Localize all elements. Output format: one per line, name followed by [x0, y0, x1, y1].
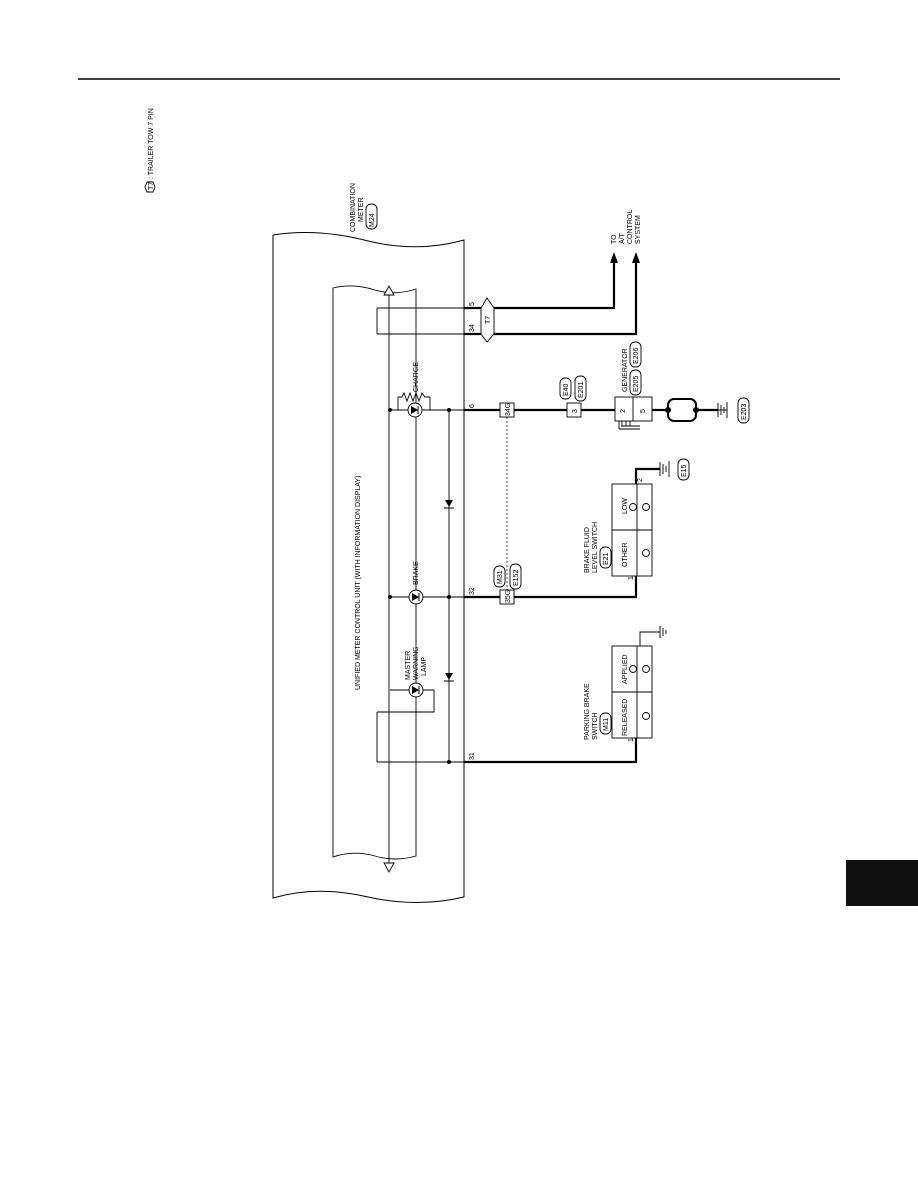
svg-text:CONTROL: CONTROL: [627, 210, 634, 244]
svg-text:OTHER: OTHER: [622, 543, 629, 568]
arrow-up-marker: [383, 285, 395, 296]
control-unit-label: UNIFIED METER CONTROL UNIT (WITH INFORMA…: [355, 476, 362, 690]
svg-text:WARNING: WARNING: [413, 646, 420, 680]
master-warning-lamp: MASTER WARNING LAMP: [377, 646, 435, 713]
pin-34: 34: [469, 324, 476, 332]
pin-5: 5: [469, 302, 476, 306]
svg-text:E206: E206: [633, 348, 640, 364]
svg-text:MASTER: MASTER: [405, 651, 412, 680]
trailer-connector-t7: T7: [480, 297, 495, 343]
svg-text:LOW: LOW: [622, 498, 629, 514]
svg-text:T7: T7: [485, 316, 492, 324]
svg-text:E201: E201: [578, 382, 585, 398]
svg-text:PARKING BRAKE: PARKING BRAKE: [584, 683, 591, 740]
pin-31: 31: [469, 752, 476, 760]
charge-lamp: CHARGE: [397, 362, 431, 418]
brake-lamp: BRAKE: [390, 561, 424, 605]
svg-text:LAMP: LAMP: [421, 657, 428, 676]
svg-text:5: 5: [640, 409, 647, 413]
legend-code: T7: [148, 182, 155, 190]
svg-text:M11: M11: [603, 718, 610, 731]
charge-lamp-label: CHARGE: [413, 362, 420, 392]
generator-label: GENERATOR: [622, 348, 629, 392]
svg-text:35G: 35G: [505, 590, 512, 603]
control-unit-outline: [332, 285, 417, 860]
ground-e15: E15: [659, 458, 690, 481]
arrow-down-marker: [383, 862, 395, 873]
svg-text:BRAKE FLUID: BRAKE FLUID: [584, 527, 591, 573]
parking-brake-switch: PARKING BRAKE SWITCH M11 RELEASED APPLIE…: [584, 626, 667, 742]
joint-connector-35g: 35G M31 E152: [493, 563, 522, 605]
svg-text:RELEASED: RELEASED: [622, 699, 629, 736]
svg-text:METER: METER: [358, 198, 365, 223]
svg-text:E21: E21: [603, 552, 610, 565]
svg-text:E152: E152: [513, 570, 520, 586]
svg-text:2: 2: [637, 478, 644, 482]
svg-text:E205: E205: [633, 376, 640, 392]
combination-meter-label: COMBINATION METER M24: [350, 183, 378, 232]
svg-text:1: 1: [628, 576, 635, 580]
svg-text:E15: E15: [681, 464, 688, 477]
svg-text:2: 2: [620, 409, 627, 413]
connector-m24: M24: [369, 213, 376, 227]
svg-text:LEVEL SWITCH: LEVEL SWITCH: [592, 522, 599, 573]
svg-text:SWITCH: SWITCH: [592, 712, 599, 740]
legend-text: : TRAILER TOW 7 PIN: [148, 108, 155, 179]
svg-text:APPLIED: APPLIED: [622, 654, 629, 684]
combination-meter-outline: [272, 232, 465, 903]
pin-6: 6: [469, 404, 476, 408]
svg-text:34G: 34G: [505, 403, 512, 416]
connector-m24-badge: [365, 203, 378, 230]
svg-text:SYSTEM: SYSTEM: [635, 215, 642, 244]
brake-fluid-level-switch: BRAKE FLUID LEVEL SWITCH E21 OTHER LOW 1…: [584, 467, 660, 580]
diode-upper: [444, 500, 454, 509]
ground-e203: E203: [717, 397, 750, 424]
joint-connector-34g: 34G: [499, 402, 515, 418]
diode-lower: [444, 673, 454, 682]
at-control-system-label: TO A/T CONTROL SYSTEM: [611, 210, 642, 244]
pin-32: 32: [469, 587, 476, 595]
legend: T7 : TRAILER TOW 7 PIN: [144, 108, 156, 193]
svg-text:1: 1: [628, 738, 635, 742]
legend-connector-symbol: [144, 181, 156, 193]
svg-text:M31: M31: [497, 570, 504, 584]
svg-text:COMBINATION: COMBINATION: [350, 183, 357, 232]
svg-text:A/T: A/T: [619, 232, 626, 244]
connector-e40-e201: E40 E201 3: [559, 375, 587, 418]
svg-text:E203: E203: [741, 404, 748, 420]
brake-lamp-label: BRAKE: [413, 561, 420, 585]
svg-text:TO: TO: [611, 234, 618, 244]
svg-text:E40: E40: [563, 383, 570, 396]
section-tab: [846, 860, 918, 906]
svg-text:3: 3: [572, 409, 579, 413]
generator-ground-strap: [665, 398, 699, 422]
generator: GENERATOR E205 , E206 2 5: [614, 341, 653, 430]
